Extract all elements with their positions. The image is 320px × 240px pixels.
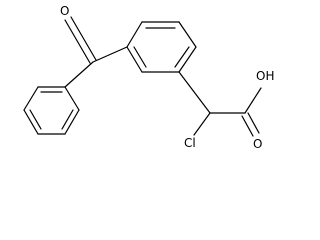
bond xyxy=(178,46,197,73)
bond xyxy=(92,46,128,63)
ketone-group xyxy=(64,16,128,88)
ketone-oxygen-label: O xyxy=(60,4,69,18)
carbonyl-bond xyxy=(64,19,91,64)
double-bond-inner xyxy=(29,109,42,130)
carbonyl-oxygen-label: O xyxy=(253,137,262,151)
double-bond-inner xyxy=(133,46,147,68)
bond xyxy=(64,109,80,135)
double-bond-inner xyxy=(61,109,74,130)
carbonyl-bond xyxy=(241,115,254,137)
hydroxyl-label: OH xyxy=(256,69,274,83)
bond xyxy=(23,109,39,135)
chlorine-label: Cl xyxy=(184,136,196,150)
carbonyl-bond xyxy=(70,16,97,61)
carbonyl-bond xyxy=(247,112,260,134)
chemical-structure-diagram: O OH O Cl xyxy=(23,4,274,151)
bond xyxy=(244,87,262,114)
bond xyxy=(178,21,197,48)
bond xyxy=(23,86,39,111)
phenyl-ring-left xyxy=(23,86,80,135)
double-bond-inner xyxy=(174,46,190,68)
bond xyxy=(64,61,94,88)
bond xyxy=(126,21,143,48)
bond xyxy=(126,46,143,73)
bond xyxy=(193,112,211,136)
phenyl-ring-central xyxy=(126,21,197,73)
bond xyxy=(178,71,211,114)
bond xyxy=(64,86,80,111)
chloroacetic-acid-side-chain xyxy=(178,71,262,137)
